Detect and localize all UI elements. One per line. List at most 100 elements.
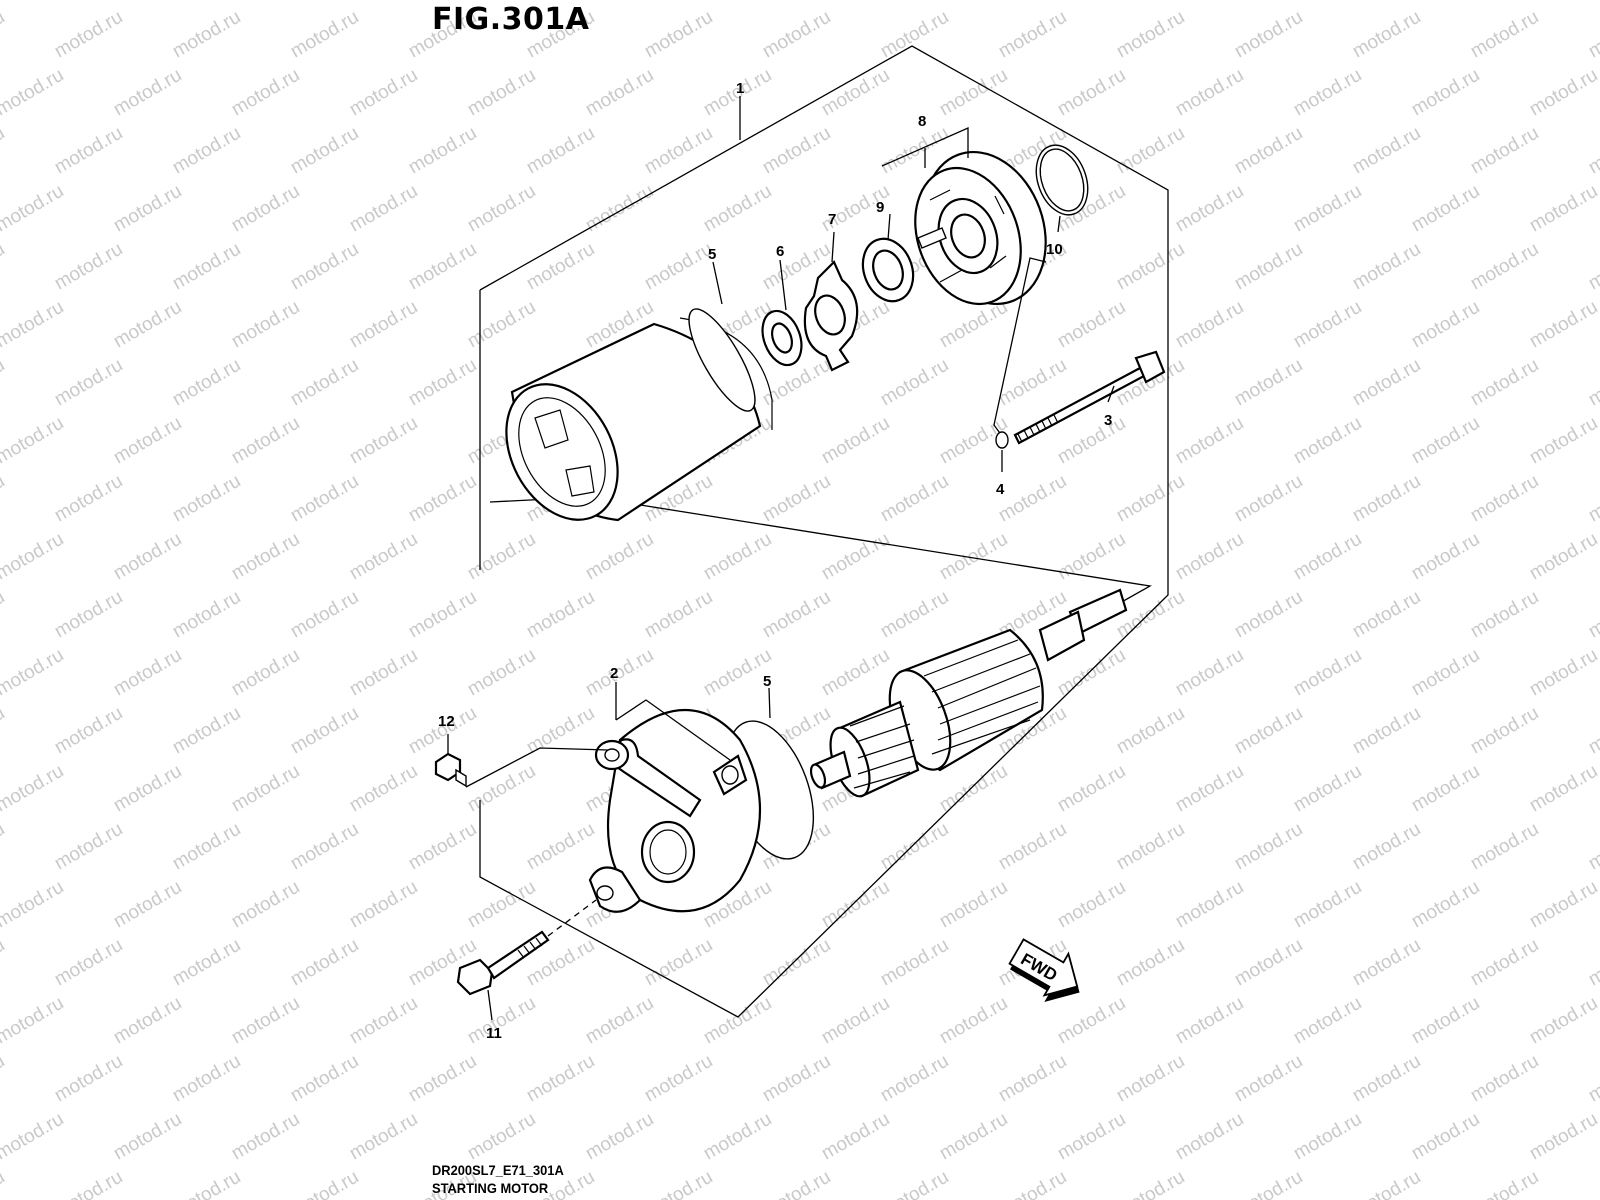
watermark-text: motod.ru — [287, 1167, 362, 1200]
leader-12 — [465, 747, 609, 788]
watermark-text: motod.ru — [1526, 529, 1600, 585]
watermark-text: motod.ru — [0, 761, 67, 817]
yoke-housing — [505, 317, 773, 522]
watermark-text: motod.ru — [405, 239, 480, 295]
watermark-text: motod.ru — [228, 181, 303, 237]
watermark-text: motod.ru — [405, 819, 480, 875]
watermark-text: motod.ru — [1054, 761, 1129, 817]
watermark-text: motod.ru — [1172, 877, 1247, 933]
watermark-text: motod.ru — [1467, 7, 1542, 63]
watermark-text: motod.ru — [1408, 1109, 1483, 1165]
callout-11: 11 — [486, 1025, 502, 1042]
watermark-text: motod.ru — [1172, 993, 1247, 1049]
watermark-text: motod.ru — [1349, 123, 1424, 179]
watermark-text: motod.ru — [169, 1051, 244, 1107]
watermark-text: motod.ru — [1231, 935, 1306, 991]
leader-11-dashed — [547, 899, 597, 937]
watermark-text: motod.ru — [110, 1109, 185, 1165]
o-ring-10-inner — [1039, 148, 1085, 212]
watermark-text: motod.ru — [1526, 65, 1600, 121]
watermark-text: motod.ru — [1467, 1051, 1542, 1107]
watermark-text: motod.ru — [169, 239, 244, 295]
watermark-text: motod.ru — [169, 355, 244, 411]
watermark-text: motod.ru — [110, 181, 185, 237]
watermark-text: motod.ru — [1054, 1109, 1129, 1165]
watermark-text: motod.ru — [1408, 993, 1483, 1049]
watermark-text: motod.ru — [1467, 239, 1542, 295]
leader-8 — [881, 127, 969, 168]
watermark-text: motod.ru — [0, 297, 67, 353]
watermark-text: motod.ru — [346, 0, 421, 4]
watermark-text: motod.ru — [287, 239, 362, 295]
watermark-text: motod.ru — [1349, 1167, 1424, 1200]
callout-10: 10 — [1046, 241, 1063, 258]
watermark-text: motod.ru — [110, 529, 185, 585]
watermark-text: motod.ru — [1526, 993, 1600, 1049]
watermark-text: motod.ru — [700, 993, 775, 1049]
watermark-text: motod.ru — [0, 877, 67, 933]
assembly-outline — [479, 45, 1169, 1018]
watermark-text: motod.ru — [228, 993, 303, 1049]
watermark-text: motod.ru — [169, 935, 244, 991]
watermark-text: motod.ru — [877, 587, 952, 643]
watermark-text: motod.ru — [1054, 413, 1129, 469]
watermark-text: motod.ru — [405, 1051, 480, 1107]
watermark-text: motod.ru — [464, 645, 539, 701]
watermark-text: motod.ru — [759, 123, 834, 179]
watermark-text: motod.ru — [0, 935, 8, 991]
watermark-text: motod.ru — [1408, 761, 1483, 817]
watermark-text: motod.ru — [464, 297, 539, 353]
watermark-text: motod.ru — [0, 181, 67, 237]
watermark-text: motod.ru — [1231, 1051, 1306, 1107]
watermark-text: motod.ru — [1408, 877, 1483, 933]
watermark-text: motod.ru — [582, 65, 657, 121]
watermark-text: motod.ru — [877, 1167, 952, 1200]
o-ring-upper — [688, 308, 756, 412]
watermark-text: motod.ru — [582, 0, 657, 4]
watermark-text: motod.ru — [1349, 703, 1424, 759]
watermark-text: motod.ru — [1349, 355, 1424, 411]
callout-8: 8 — [918, 113, 926, 130]
watermark-text: motod.ru — [1290, 645, 1365, 701]
watermark-text: motod.ru — [0, 1167, 8, 1200]
watermark-text: motod.ru — [464, 761, 539, 817]
watermark-text: motod.ru — [0, 123, 8, 179]
watermark-text: motod.ru — [759, 355, 834, 411]
watermark-text: motod.ru — [1467, 587, 1542, 643]
watermark-text: motod.ru — [0, 0, 67, 4]
watermark-text: motod.ru — [110, 65, 185, 121]
watermark-text: motod.ru — [169, 703, 244, 759]
watermark-text: motod.ru — [287, 587, 362, 643]
watermark-text: motod.ru — [1172, 65, 1247, 121]
lock-plate-7 — [803, 260, 859, 372]
watermark-text: motod.ru — [405, 355, 480, 411]
watermark-text: motod.ru — [641, 1167, 716, 1200]
watermark-text: motod.ru — [0, 993, 67, 1049]
watermark-text: motod.ru — [700, 181, 775, 237]
watermark-text: motod.ru — [169, 7, 244, 63]
watermark-text: motod.ru — [877, 7, 952, 63]
watermark-text: motod.ru — [523, 587, 598, 643]
watermark-text: motod.ru — [1054, 877, 1129, 933]
watermark-text: motod.ru — [169, 819, 244, 875]
watermark-text: motod.ru — [818, 413, 893, 469]
watermark-text: motod.ru — [1113, 1167, 1188, 1200]
watermark-text: motod.ru — [287, 471, 362, 527]
callout-6: 6 — [776, 243, 784, 260]
watermark-text: motod.ru — [1467, 703, 1542, 759]
watermark-text: motod.ru — [287, 703, 362, 759]
watermark-text: motod.ru — [1231, 1167, 1306, 1200]
watermark-text: motod.ru — [464, 529, 539, 585]
watermark-text: motod.ru — [1585, 819, 1600, 875]
watermark-text: motod.ru — [346, 877, 421, 933]
watermark-text: motod.ru — [1231, 703, 1306, 759]
watermark-text: motod.ru — [641, 7, 716, 63]
watermark-text: motod.ru — [1113, 935, 1188, 991]
watermark-text: motod.ru — [1290, 761, 1365, 817]
callout-3: 3 — [1104, 412, 1112, 429]
watermark-text: motod.ru — [582, 1109, 657, 1165]
watermark-text: motod.ru — [169, 1167, 244, 1200]
leader-2 — [615, 690, 731, 761]
front-cover-2 — [588, 709, 761, 913]
watermark-text: motod.ru — [995, 471, 1070, 527]
